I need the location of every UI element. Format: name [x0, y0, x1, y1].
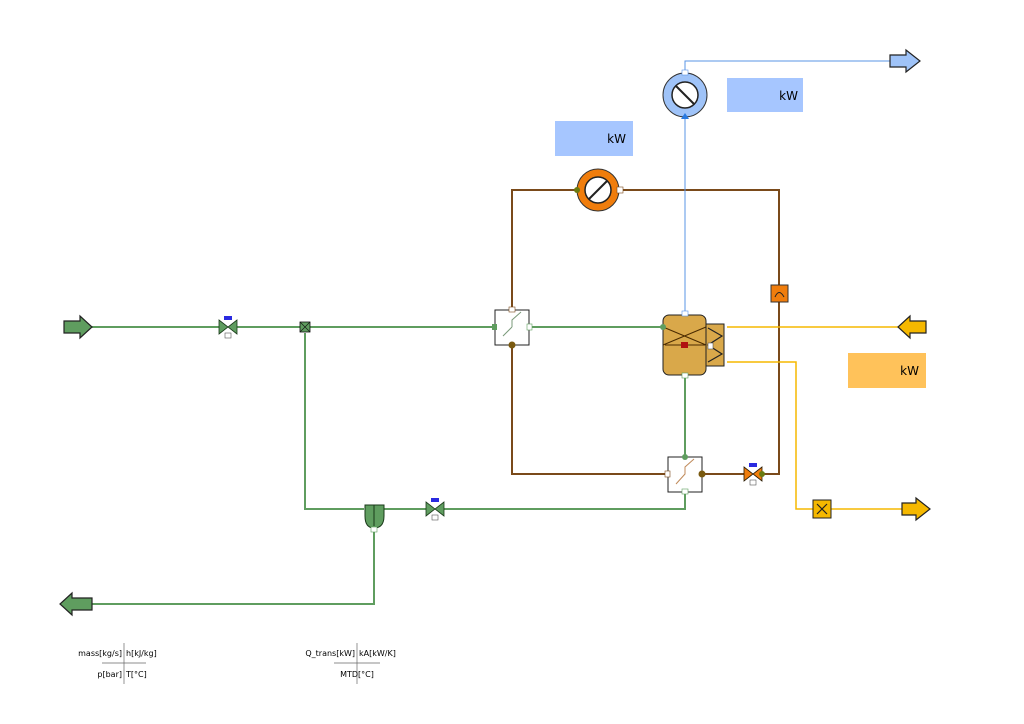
- oil-pipe-top-right: [620, 189, 780, 286]
- heat-power-unit: kW: [900, 364, 919, 378]
- legend-pressure: p[bar]: [97, 670, 122, 679]
- electric-sink-arrow: [889, 48, 921, 74]
- pump-power-unit: kW: [607, 132, 626, 146]
- oil-circulation-pump[interactable]: [574, 168, 624, 212]
- steam-valve-1[interactable]: [218, 316, 238, 339]
- legend-mtd: MTD[°C]: [340, 670, 374, 679]
- steam-sink-arrow: [59, 591, 93, 617]
- heat-source-arrow: [897, 314, 927, 340]
- steam-pipe-outlet: [92, 528, 375, 605]
- electric-circuit: [684, 60, 890, 315]
- heat-exchanger-legend: Q_trans[kW] kA[kW/K] MTD[°C]: [305, 643, 396, 684]
- evaporator[interactable]: [660, 310, 725, 379]
- heat-power-readout: kW: [848, 353, 926, 388]
- legend-q-trans: Q_trans[kW]: [305, 649, 355, 658]
- steam-pipe-bypass: [304, 333, 364, 510]
- steam-circuit: [92, 326, 686, 605]
- heat-exchanger-2[interactable]: [664, 454, 706, 495]
- steam-splitter[interactable]: [299, 321, 311, 333]
- pump-power-readout: kW: [555, 121, 633, 156]
- turbine-generator[interactable]: [662, 69, 708, 119]
- heat-line-out: [727, 361, 813, 510]
- steam-drum[interactable]: [364, 504, 385, 533]
- steam-valve-2[interactable]: [425, 498, 445, 521]
- oil-pipe-right: [762, 302, 780, 475]
- heat-mixer[interactable]: [812, 499, 832, 519]
- electric-line-out: [684, 60, 890, 73]
- heat-circuit: [727, 326, 902, 510]
- steam-pipe-hx2-return: [442, 492, 686, 510]
- legend-enthalpy: h[kJ/kg]: [126, 649, 157, 658]
- legend-temperature: T[°C]: [125, 670, 147, 679]
- legend-ka: kA[kW/K]: [359, 649, 396, 658]
- electric-power-unit: kW: [779, 89, 798, 103]
- legend-mass: mass[kg/s]: [78, 649, 122, 658]
- oil-vessel[interactable]: [770, 284, 789, 303]
- oil-pipe-top: [511, 189, 578, 318]
- heat-exchanger-1[interactable]: [492, 306, 533, 349]
- oil-circuit: [511, 189, 780, 475]
- oil-pipe-bottom-left: [511, 345, 668, 475]
- electric-power-readout: kW: [727, 78, 803, 112]
- steam-source-arrow: [63, 314, 93, 340]
- stream-legend: mass[kg/s] h[kJ/kg] p[bar] T[°C]: [78, 643, 157, 684]
- heat-sink-arrow: [901, 496, 931, 522]
- oil-valve[interactable]: [743, 463, 765, 486]
